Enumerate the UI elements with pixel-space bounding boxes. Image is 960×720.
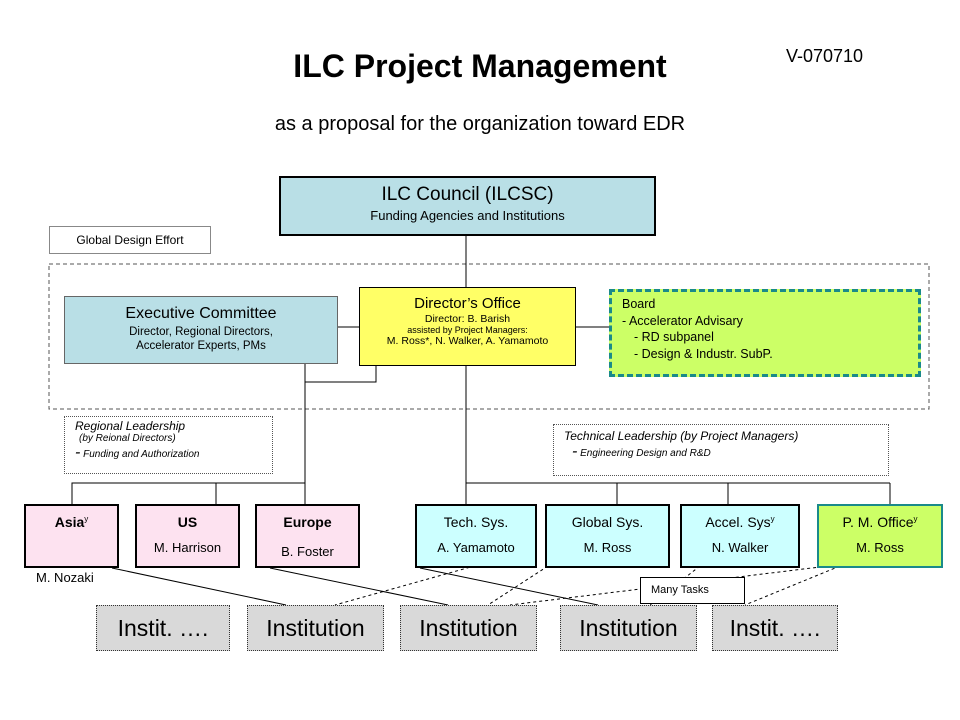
dir-assisted: assisted by Project Managers: bbox=[407, 325, 528, 335]
board-item-1: - Accelerator Advisary bbox=[622, 313, 743, 328]
region-europe-person: B. Foster bbox=[281, 544, 334, 559]
region-asia-sup: y bbox=[84, 514, 89, 524]
regional-by: (by Reional Directors) bbox=[79, 433, 176, 444]
dir-director: Director: B. Barish bbox=[424, 313, 511, 325]
system-accel-name: Accel. Sys bbox=[705, 514, 771, 530]
region-europe-box: Europe B. Foster bbox=[255, 504, 360, 568]
region-us-person: M. Harrison bbox=[153, 540, 222, 555]
page-subtitle: as a proposal for the organization towar… bbox=[274, 113, 686, 135]
system-accel-sup: y bbox=[770, 514, 775, 524]
system-global-box: Global Sys. M. Ross bbox=[545, 504, 670, 568]
region-asia-person: M. Nozaki bbox=[36, 570, 94, 585]
technical-item-text: Engineering Design and R&D bbox=[580, 448, 711, 459]
region-europe-name: Europe bbox=[283, 514, 332, 530]
institution-box: Instit. …. bbox=[96, 605, 230, 651]
institution-box: Institution bbox=[400, 605, 537, 651]
regional-dash: - bbox=[75, 444, 81, 461]
technical-leadership-box: Technical Leadership (by Project Manager… bbox=[553, 424, 889, 476]
institution-box: Institution bbox=[560, 605, 697, 651]
council-subtitle: Funding Agencies and Institutions bbox=[370, 208, 565, 223]
institution-box: Institution bbox=[247, 605, 384, 651]
directors-office-box: Director’s Office Director: B. Barish as… bbox=[359, 287, 576, 366]
system-accel-person: N. Walker bbox=[711, 540, 769, 555]
system-pm-name: P. M. Office bbox=[842, 514, 914, 530]
asia-inst-line bbox=[111, 567, 287, 606]
system-tech-box: Tech. Sys. A. Yamamoto bbox=[415, 504, 537, 568]
global-task-dash bbox=[487, 565, 549, 606]
regional-bus bbox=[71, 482, 305, 504]
europe-inst-line bbox=[269, 567, 449, 606]
regional-title: Regional Leadership bbox=[75, 419, 186, 433]
director-exec-path bbox=[305, 366, 377, 383]
region-asia-name: Asia bbox=[54, 514, 85, 530]
technical-dash: - bbox=[572, 443, 578, 460]
version-label: V-070710 bbox=[786, 46, 864, 66]
regional-item-text: Funding and Authorization bbox=[83, 449, 200, 460]
page-title: ILC Project Management bbox=[293, 48, 667, 84]
board-item-2: - RD subpanel bbox=[634, 330, 714, 344]
ilc-council-box: ILC Council (ILCSC) Funding Agencies and… bbox=[279, 176, 656, 236]
pm-task-dash-2 bbox=[744, 565, 841, 606]
institution-box: Instit. …. bbox=[712, 605, 838, 651]
regional-item: - Funding and Authorization bbox=[75, 444, 262, 462]
system-tech-person: A. Yamamoto bbox=[437, 540, 515, 555]
regional-leadership-box: Regional Leadership (by Reional Director… bbox=[64, 416, 273, 474]
technical-title: Technical Leadership (by Project Manager… bbox=[564, 429, 799, 443]
tech-inst-line bbox=[419, 567, 599, 606]
system-pm-sup: y bbox=[913, 514, 918, 524]
system-tech-name: Tech. Sys. bbox=[443, 514, 509, 530]
pm-task-dash bbox=[509, 565, 829, 606]
system-global-name: Global Sys. bbox=[571, 514, 644, 530]
system-global-person: M. Ross bbox=[583, 540, 632, 555]
global-design-effort-label: Global Design Effort bbox=[49, 226, 211, 254]
dir-managers: M. Ross*, N. Walker, A. Yamamoto bbox=[386, 335, 549, 347]
system-pm-office-box: P. M. Officey M. Ross bbox=[817, 504, 943, 568]
exec-line2: Accelerator Experts, PMs bbox=[136, 340, 266, 352]
executive-committee-box: Executive Committee Director, Regional D… bbox=[64, 296, 338, 364]
exec-line1: Director, Regional Directors, bbox=[129, 326, 273, 338]
dir-title: Director’s Office bbox=[414, 295, 521, 312]
board-item-3: - Design & Industr. SubP. bbox=[634, 346, 773, 361]
region-us-name: US bbox=[177, 514, 198, 530]
board-box: Board - Accelerator Advisary - RD subpan… bbox=[609, 289, 921, 377]
region-asia-box: Asiay bbox=[24, 504, 119, 568]
system-pm-person: M. Ross bbox=[856, 540, 904, 555]
board-title: Board bbox=[622, 297, 656, 311]
technical-item: - Engineering Design and R&D bbox=[564, 443, 878, 461]
region-us-box: US M. Harrison bbox=[135, 504, 240, 568]
gde-region bbox=[48, 263, 930, 410]
many-tasks-label: Many Tasks bbox=[640, 577, 745, 604]
council-title: ILC Council (ILCSC) bbox=[381, 184, 554, 205]
exec-title: Executive Committee bbox=[125, 305, 277, 322]
system-accel-box: Accel. Sysy N. Walker bbox=[680, 504, 800, 568]
